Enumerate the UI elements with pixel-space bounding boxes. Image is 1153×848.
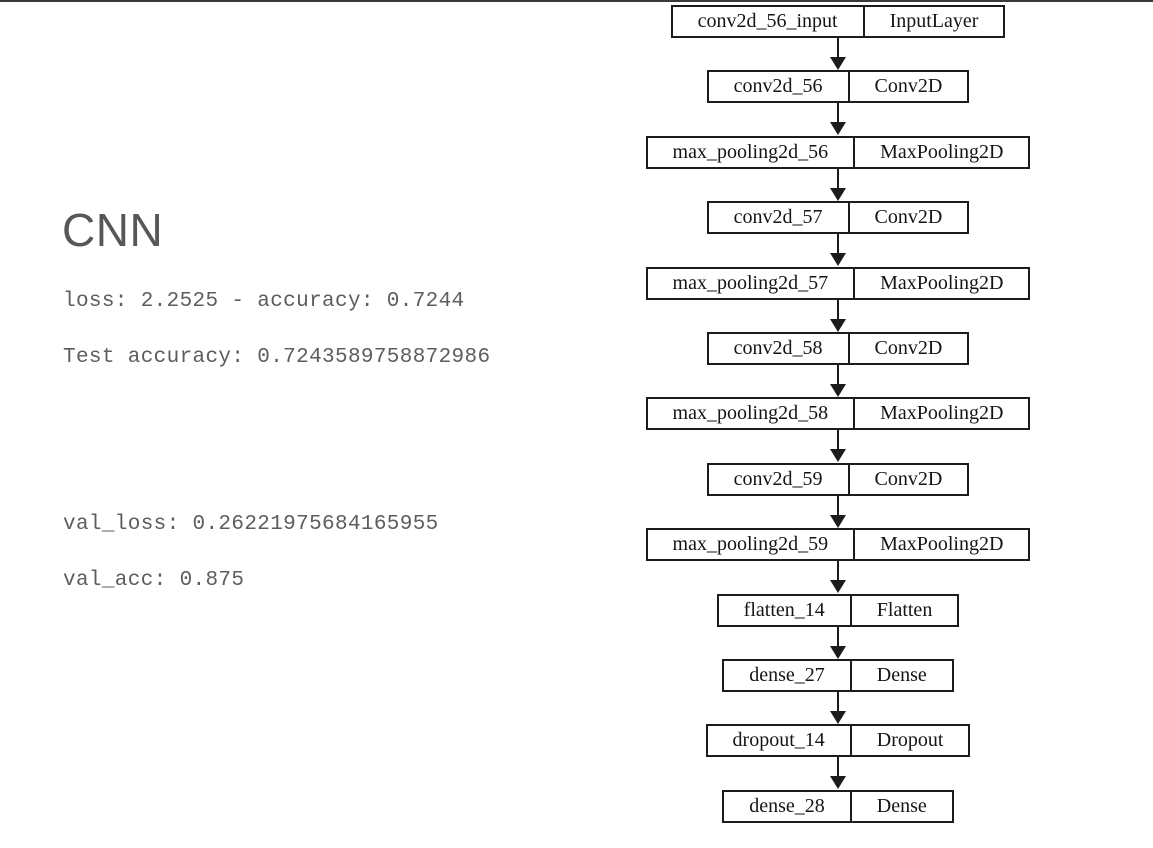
layer-box-conv2d_57: conv2d_57 Conv2D [706, 201, 970, 235]
arrow-shaft [837, 626, 839, 648]
layer-box-conv2d_56_input: conv2d_56_input InputLayer [670, 5, 1006, 38]
arrow-shaft [837, 234, 839, 256]
connector-arrow [561, 234, 1115, 267]
arrow-shaft [837, 38, 839, 59]
arrow-shaft [837, 364, 839, 386]
layer-type-cell: Conv2D [874, 336, 943, 359]
layer-box-conv2d_58: conv2d_58 Conv2D [706, 331, 970, 365]
layer-name-cell: max_pooling2d_58 [648, 399, 856, 429]
layer-box-dropout_14: dropout_14 Dropout [705, 724, 971, 758]
arrow-head-icon [830, 187, 846, 201]
connector-arrow [561, 38, 1115, 70]
layer-name-cell: conv2d_56 [709, 72, 850, 102]
layer-name-cell: flatten_14 [719, 595, 852, 625]
arrow-head-icon [830, 580, 846, 594]
connector-arrow [561, 103, 1115, 136]
connector-arrow [561, 168, 1115, 201]
connector-arrow [561, 626, 1115, 659]
connector-arrow [561, 299, 1115, 332]
connector-arrow [561, 561, 1115, 594]
layer-type-cell: Flatten [876, 598, 933, 621]
arrow-head-icon [830, 710, 846, 724]
arrow-head-icon [830, 449, 846, 463]
top-border [0, 0, 1153, 2]
layer-box-dense_28: dense_28 Dense [722, 789, 954, 823]
page-title: CNN [62, 204, 164, 256]
connector-arrow [561, 495, 1115, 528]
layer-box-max_pooling2d_56: max_pooling2d_56 MaxPooling2D [645, 135, 1031, 169]
connector-arrow [561, 364, 1115, 397]
layer-name-cell: dropout_14 [708, 726, 852, 756]
layer-name-cell: max_pooling2d_56 [648, 137, 856, 167]
layer-name-cell: max_pooling2d_59 [648, 530, 856, 560]
layer-name-cell: conv2d_56_input [673, 7, 865, 36]
arrow-head-icon [830, 253, 846, 267]
layer-type-cell: MaxPooling2D [880, 140, 1004, 163]
layer-type-cell: Conv2D [874, 206, 943, 229]
connector-arrow [561, 691, 1115, 724]
layer-name-cell: dense_28 [724, 791, 852, 821]
connector-arrow [561, 757, 1115, 790]
layer-box-max_pooling2d_58: max_pooling2d_58 MaxPooling2D [645, 397, 1031, 431]
arrow-shaft [837, 495, 839, 517]
layer-box-conv2d_56: conv2d_56 Conv2D [706, 70, 970, 104]
layer-box-flatten_14: flatten_14 Flatten [716, 593, 960, 627]
arrow-head-icon [830, 776, 846, 790]
test-accuracy-text: Test accuracy: 0.7243589758872986 [63, 346, 491, 369]
arrow-head-icon [830, 57, 846, 70]
layer-type-cell: Dense [876, 794, 927, 817]
arrow-shaft [837, 299, 839, 321]
arrow-shaft [837, 103, 839, 125]
arrow-head-icon [830, 383, 846, 397]
arrow-shaft [837, 757, 839, 779]
layer-name-cell: dense_27 [724, 660, 852, 690]
layer-type-cell: Dense [876, 663, 927, 686]
arrow-head-icon [830, 122, 846, 136]
layer-type-cell: MaxPooling2D [880, 533, 1004, 556]
layer-box-max_pooling2d_59: max_pooling2d_59 MaxPooling2D [645, 528, 1031, 562]
layer-box-dense_27: dense_27 Dense [722, 658, 954, 692]
arrow-shaft [837, 430, 839, 452]
arrow-shaft [837, 561, 839, 583]
layer-type-cell: Dropout [876, 729, 944, 752]
training-metrics-text: loss: 2.2525 - accuracy: 0.7244 [63, 290, 465, 313]
connector-arrow [561, 430, 1115, 463]
arrow-shaft [837, 691, 839, 713]
arrow-head-icon [830, 514, 846, 528]
val-acc-text: val_acc: 0.875 [63, 569, 245, 592]
layer-type-cell: Conv2D [874, 467, 943, 490]
arrow-shaft [837, 168, 839, 190]
layer-box-conv2d_59: conv2d_59 Conv2D [706, 462, 970, 496]
arrow-head-icon [830, 645, 846, 659]
layer-name-cell: max_pooling2d_57 [648, 268, 856, 298]
layer-name-cell: conv2d_59 [709, 464, 850, 494]
layer-type-cell: MaxPooling2D [880, 402, 1004, 425]
layer-type-cell: Conv2D [874, 75, 943, 98]
layer-name-cell: conv2d_58 [709, 333, 850, 363]
layer-type-cell: MaxPooling2D [880, 271, 1004, 294]
val-loss-text: val_loss: 0.26221975684165955 [63, 513, 439, 536]
layer-name-cell: conv2d_57 [709, 203, 850, 233]
layer-box-max_pooling2d_57: max_pooling2d_57 MaxPooling2D [645, 266, 1031, 300]
arrow-head-icon [830, 318, 846, 332]
layer-type-cell: InputLayer [889, 10, 979, 32]
